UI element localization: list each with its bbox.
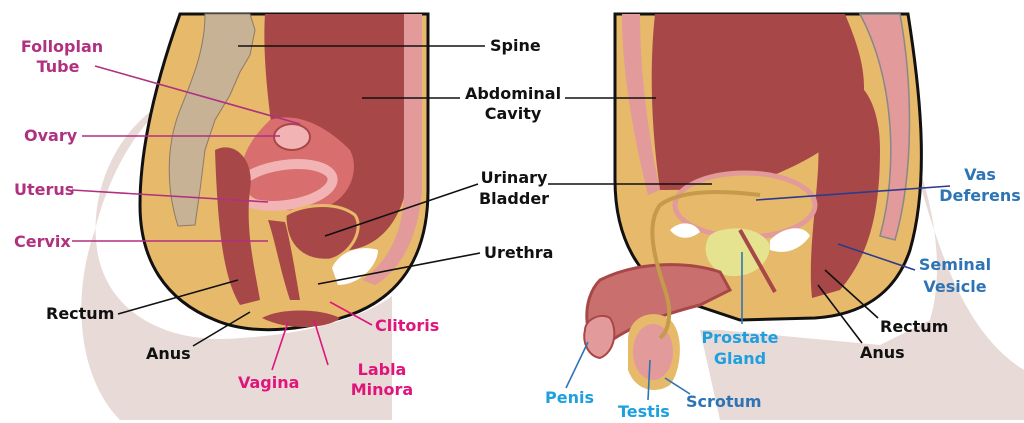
line-penis xyxy=(566,342,588,388)
label-prostate-line1: Prostate xyxy=(701,328,778,347)
label-vagina: Vagina xyxy=(238,373,299,392)
label-seminal-line1: Seminal xyxy=(919,255,991,274)
label-urinary-line1: Urinary xyxy=(481,168,548,187)
label-abdominal-line2: Cavity xyxy=(485,104,542,123)
label-abdominal-line1: Abdominal xyxy=(465,84,561,103)
label-penis: Penis xyxy=(545,388,594,407)
label-uterus: Uterus xyxy=(14,180,74,199)
label-rectum-female: Rectum xyxy=(46,304,114,323)
label-scrotum: Scrotum xyxy=(686,392,762,411)
label-anus-male: Anus xyxy=(860,343,905,362)
label-folloplan-line1: Folloplan xyxy=(21,37,103,56)
label-vas-line1: Vas xyxy=(964,165,996,184)
female-ovary xyxy=(274,124,310,150)
label-anus-female: Anus xyxy=(146,344,191,363)
label-labla-line1: Labla xyxy=(358,360,407,379)
label-spine: Spine xyxy=(490,36,541,55)
label-vas-line2: Deferens xyxy=(939,186,1021,205)
label-seminal-line2: Vesicle xyxy=(923,277,986,296)
label-cervix: Cervix xyxy=(14,232,71,251)
male-glans xyxy=(584,316,614,358)
label-testis: Testis xyxy=(618,402,670,421)
label-urethra: Urethra xyxy=(484,243,553,262)
label-urinary-line2: Bladder xyxy=(479,189,549,208)
label-labla-line2: Minora xyxy=(351,380,413,399)
label-rectum-male: Rectum xyxy=(880,317,948,336)
label-folloplan-line2: Tube xyxy=(37,57,80,76)
male-figure xyxy=(584,14,1024,420)
label-clitoris: Clitoris xyxy=(375,316,439,335)
label-ovary: Ovary xyxy=(24,126,78,145)
label-prostate-line2: Gland xyxy=(714,349,766,368)
